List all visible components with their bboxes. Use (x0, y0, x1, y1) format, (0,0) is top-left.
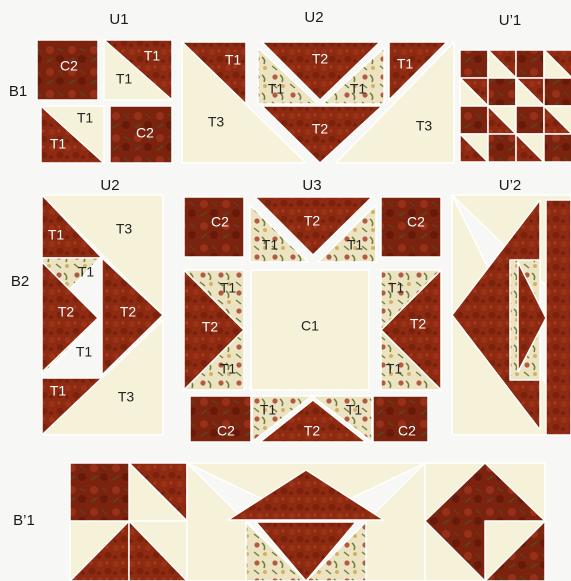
t1-label: T1 (268, 81, 285, 97)
t3-label: T3 (116, 221, 133, 237)
t1-label: T1 (388, 280, 405, 296)
c2-label: C2 (211, 214, 229, 230)
block-label-u2: U2 (100, 177, 119, 194)
c2-label: C2 (398, 423, 416, 439)
t3-label: T3 (208, 114, 225, 130)
t2-label: T2 (58, 304, 75, 320)
red-square (460, 106, 488, 134)
block-label-u1-prime: U’1 (499, 12, 522, 29)
t1-label: T1 (350, 81, 367, 97)
t2-label: T2 (312, 51, 329, 67)
t1-label: T1 (262, 237, 279, 253)
red-strip (546, 200, 571, 435)
t1-label: T1 (48, 227, 65, 243)
t1-label: T1 (116, 71, 133, 87)
t1-label: T1 (386, 361, 403, 377)
c1-label: C1 (301, 318, 319, 334)
t2-label: T2 (120, 304, 137, 320)
row-label-b1: B1 (9, 83, 27, 100)
t1-label: T1 (78, 264, 95, 280)
t1-label: T1 (346, 402, 363, 418)
t3-label: T3 (118, 389, 135, 405)
t1-label: T1 (144, 48, 161, 64)
t1-label: T1 (76, 344, 93, 360)
t1-label: T1 (77, 110, 94, 126)
t1-label: T1 (220, 280, 237, 296)
c2-label: C2 (407, 214, 425, 230)
t2-label: T2 (202, 319, 219, 335)
c2-label: C2 (217, 423, 235, 439)
block-label-u2-prime: U’2 (499, 177, 522, 194)
red-square (460, 50, 488, 78)
block-label-u2: U2 (304, 9, 323, 26)
t3-label: T3 (416, 118, 433, 134)
t1-label: T1 (220, 361, 237, 377)
t2-label: T2 (304, 213, 321, 229)
row-label-b2: B2 (11, 273, 29, 290)
t2-label: T2 (410, 316, 427, 332)
red-square (516, 106, 544, 134)
t2-label: T2 (312, 121, 329, 137)
block-label-u1: U1 (109, 11, 128, 28)
red-square (516, 50, 544, 78)
t1-label: T1 (397, 56, 414, 72)
t1-label: T1 (225, 52, 242, 68)
t1-label: T1 (260, 402, 277, 418)
t1-label: T1 (50, 383, 67, 399)
t1-label: T1 (50, 136, 67, 152)
t1-label: T1 (347, 237, 364, 253)
red-square (488, 134, 516, 162)
t2-label: T2 (304, 423, 321, 439)
red-square (488, 78, 516, 106)
c2-label: C2 (60, 58, 78, 74)
red-square (544, 78, 571, 106)
block-label-u3: U3 (302, 177, 321, 194)
row-label-b1-prime: B’1 (13, 512, 35, 529)
c2-label: C2 (136, 125, 154, 141)
red-square (544, 134, 571, 162)
